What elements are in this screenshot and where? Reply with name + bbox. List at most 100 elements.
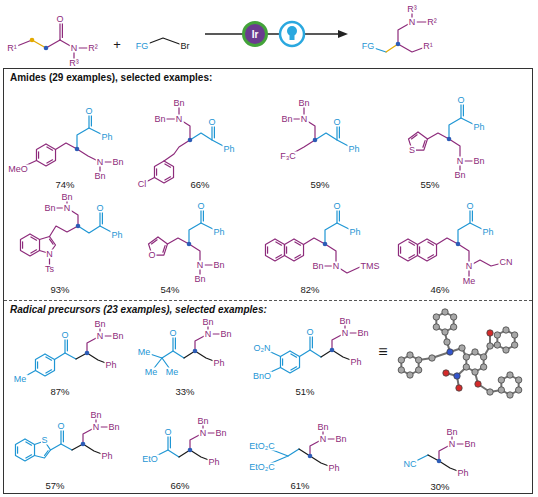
atom-label: Ph [104,361,117,370]
atom-label: Ph [222,145,235,154]
bond-line [417,239,436,261]
crystal-atom [429,355,435,361]
atom-label: BnO [252,372,272,381]
crystal-atom [442,329,448,335]
crystal-atom [463,364,469,370]
bond-line [411,135,417,139]
yield-label: 66% [189,180,210,190]
atom-label: N [300,115,309,124]
yield-label: 46% [429,285,450,295]
bond-line [151,240,157,244]
crystal-atom [454,373,460,379]
yield-label: 61% [289,481,310,491]
crystal-atom [444,339,450,345]
yield-label: 93% [49,285,70,295]
bond-line [156,169,157,176]
atom-label: FG [361,42,376,51]
bond-line [163,246,165,253]
atom-label: Me [13,375,28,384]
bond-line [15,439,34,461]
atom-label: O [95,204,104,213]
yield-label: 55% [419,180,440,190]
atom-label: N [175,115,184,124]
atom-label: Me [165,368,180,377]
atom-label: Ph [100,133,113,142]
atom-label: N [199,429,208,438]
crystal-atom [472,369,478,375]
atom-label: TMS [360,262,381,271]
atom-label: Bn [356,329,369,338]
atom-label: ≡ [377,344,388,360]
crystal-atom [511,332,517,338]
atom-label: EtO₂C [248,463,276,472]
atom-label: O [147,251,156,260]
bond-line [47,147,53,150]
crystal-atom [480,354,486,360]
atom-label: R¹ [6,44,18,53]
atom-label: Bn [212,261,225,270]
atom-label: Bn [316,423,329,432]
atom-label: R² [87,44,99,53]
bond-line [31,250,37,253]
atom-label: N [465,262,474,271]
reaction-arrow [205,33,340,34]
crystal-atom [480,364,486,370]
bond-line [36,144,55,166]
bond-line [428,133,450,139]
atom-label: Ts [44,265,55,274]
bond-line [32,40,46,48]
bond-line [165,164,171,167]
atom-dot [330,348,335,353]
bond-line [428,255,434,258]
atom-dot [76,224,81,229]
crystal-atom [487,389,493,395]
atom-dot [188,138,193,143]
bond-line [165,177,171,180]
bulb-icon [287,26,297,36]
bond-line [423,141,425,148]
bond-line [409,242,415,245]
bond-line [31,237,37,240]
atom-dot [187,242,192,247]
bond-line [20,234,39,256]
bond-line [291,367,297,370]
bond-line [419,247,420,254]
atom-label: F₃C [279,152,297,161]
atom-label: Ph [207,458,220,467]
atom-label: N [341,329,350,338]
bond-line [50,239,54,244]
bond-line [168,238,190,244]
crystal-atom [407,372,413,378]
crystal-atom [507,392,513,398]
bond-line [286,247,287,254]
atom-label: Bn [172,99,185,108]
atom-label: Bn [93,320,106,329]
atom-label: FG [135,42,150,51]
atom-label: CN [499,258,514,267]
crystal-atom [443,370,449,376]
atom-label: S [40,436,48,445]
bond-line [276,255,282,258]
atom-label: O [332,202,341,211]
atom-dot [456,242,461,247]
atom-dot [85,351,90,356]
yield-label: 33% [174,387,195,397]
bond-line [265,239,284,261]
crystal-atom [415,357,421,363]
catalyst-label: Ir [252,29,259,40]
atom-label: MeO [7,165,29,174]
bond-line [56,143,78,150]
bulb-base [290,35,295,40]
atom-label: Cl [137,180,148,189]
crystal-atom [511,342,517,348]
atom-label: Bn [297,99,310,108]
atom-label: O [332,118,341,127]
crystal-atom [498,377,504,383]
atom-label: N [204,330,213,339]
bond-line [51,444,73,450]
atom-label: R¹ [422,42,434,51]
atom-label: N [63,204,72,213]
atom-label: R² [426,18,438,27]
yield-label: 82% [299,285,320,295]
